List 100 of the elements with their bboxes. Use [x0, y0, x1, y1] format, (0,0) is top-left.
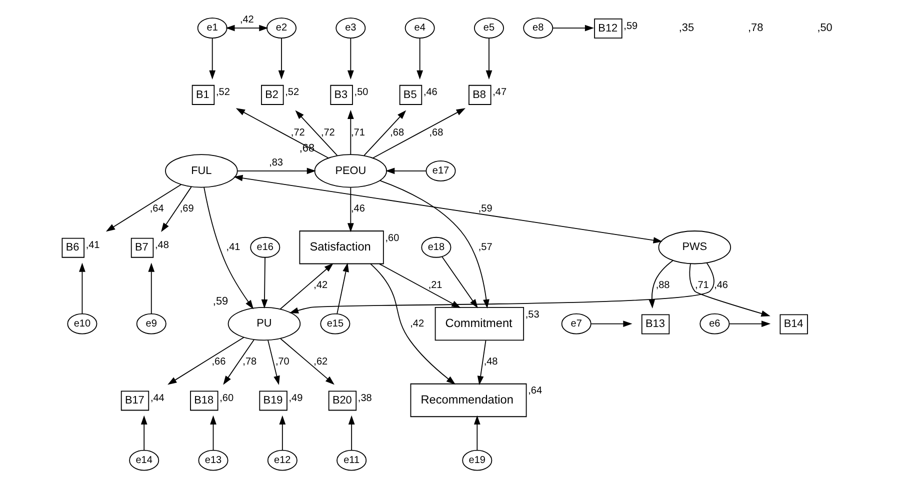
node-box: B5	[398, 84, 422, 105]
edge-label: ,68	[428, 127, 443, 138]
node-ellipse: e3	[335, 18, 366, 39]
label: ,35	[678, 22, 694, 34]
edge-label: ,71	[694, 280, 708, 292]
node-box: Satisfaction	[298, 230, 384, 264]
node-label: ,64	[528, 386, 542, 397]
node-box: B20	[328, 390, 356, 411]
edge-label: ,72	[320, 127, 334, 138]
node-box: B8	[468, 84, 491, 105]
arrow	[235, 108, 328, 158]
arrow	[222, 339, 254, 385]
arrow	[363, 110, 406, 156]
node-label: ,59	[623, 20, 638, 32]
node-box: B3	[330, 84, 352, 105]
edge-label: ,46	[350, 204, 364, 215]
edge-label: ,88	[655, 280, 670, 292]
arrow	[280, 338, 334, 385]
edge-label: ,62	[313, 356, 328, 368]
node-box: B17	[120, 390, 149, 411]
node-ellipse: e2	[266, 18, 296, 39]
node-ellipse: e18	[420, 236, 451, 258]
node-label: ,53	[524, 309, 539, 320]
arrow	[370, 263, 455, 384]
edge-label: ,42	[410, 318, 424, 330]
node-label: ,59	[212, 295, 228, 308]
node-ellipse: e19	[462, 450, 492, 471]
node-ellipse: e7	[560, 313, 591, 334]
node-ellipse: e1	[196, 18, 227, 39]
edge-label: ,78	[242, 356, 256, 368]
node-label: ,46	[422, 87, 437, 98]
node-ellipse: PWS	[658, 230, 731, 264]
node-box: Recommendation	[410, 383, 526, 418]
node-label: ,49	[288, 392, 302, 404]
edge-label: ,71	[350, 127, 364, 138]
arrow	[210, 415, 216, 451]
edge-label: ,57	[478, 242, 492, 253]
arrow	[208, 38, 216, 80]
arrow	[476, 340, 486, 386]
node-ellipse: e4	[404, 18, 434, 39]
node-ellipse: e14	[128, 450, 159, 471]
arrow	[160, 186, 192, 232]
node-ellipse: PEOU	[314, 154, 387, 188]
arrow	[233, 174, 662, 244]
arrow	[590, 320, 632, 327]
arrow	[346, 38, 354, 80]
edge-label: ,42	[239, 14, 254, 26]
node-label: ,48	[154, 240, 168, 252]
edge-label: ,83	[268, 157, 282, 168]
edge-label: ,59	[478, 204, 492, 215]
node-ellipse: FUL	[164, 154, 238, 188]
node-box: B1	[191, 84, 214, 105]
node-ellipse: e5	[473, 18, 504, 39]
node-label: ,50	[354, 87, 368, 98]
edge-label: ,70	[274, 356, 289, 368]
arrow	[260, 256, 268, 309]
node-box: B12	[594, 18, 622, 39]
arrow	[336, 262, 348, 314]
node-box: Commitment	[434, 306, 524, 341]
arrow	[78, 262, 85, 314]
arrow	[385, 168, 426, 174]
node-ellipse: e10	[66, 313, 97, 334]
node-label: ,60	[219, 392, 234, 404]
arrow	[346, 187, 354, 232]
node-ellipse: e17	[425, 160, 456, 182]
edge-label: ,41	[226, 242, 240, 253]
node-box: B6	[61, 238, 84, 258]
arrow	[203, 186, 254, 310]
node-label: ,41	[85, 240, 100, 252]
node-label: ,52	[215, 87, 230, 98]
arrow	[105, 184, 182, 232]
edge-label: ,69	[179, 204, 194, 215]
node-label: ,47	[492, 87, 506, 98]
edge-label: ,66	[211, 356, 226, 368]
arrow	[728, 320, 770, 327]
arrow	[279, 263, 333, 310]
node-box: B2	[260, 84, 284, 105]
edge-label: ,21	[428, 280, 442, 292]
node-box: B7	[130, 238, 154, 258]
node-ellipse: e13	[198, 450, 228, 471]
arrow	[225, 24, 268, 32]
arrow	[473, 415, 480, 451]
arrow	[236, 168, 316, 174]
node-label: ,44	[150, 392, 164, 404]
node-box: B14	[779, 314, 808, 334]
node-label: ,38	[357, 392, 372, 404]
arrow	[278, 38, 284, 80]
arrow	[688, 263, 770, 317]
node-ellipse: e15	[320, 313, 350, 334]
node-ellipse: e11	[336, 450, 366, 471]
arrow	[288, 262, 714, 314]
label: ,50	[816, 22, 832, 34]
edge-label: ,72	[290, 127, 304, 138]
arrow	[372, 108, 465, 158]
arrow	[140, 415, 147, 451]
arrow	[148, 262, 154, 314]
node-ellipse: e9	[136, 313, 166, 334]
node-label: ,60	[384, 232, 399, 244]
edge-label: ,68	[390, 127, 404, 138]
arrow	[485, 38, 492, 80]
